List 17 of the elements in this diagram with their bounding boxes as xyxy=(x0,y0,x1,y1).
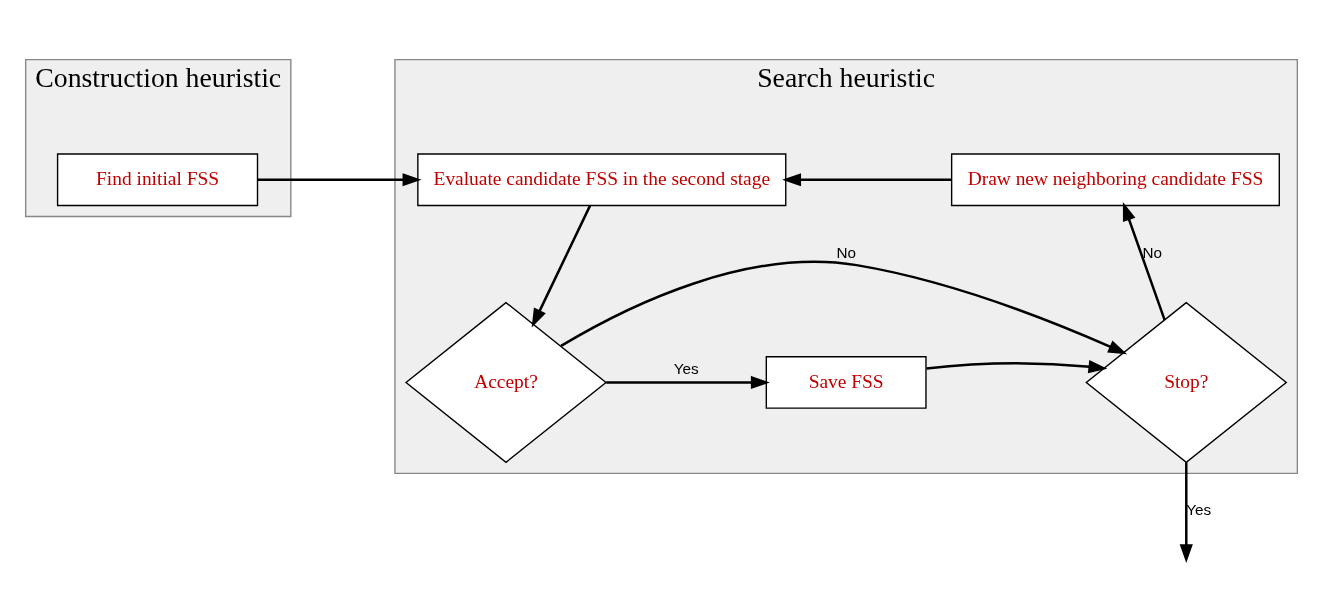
edge-label: Yes xyxy=(1186,500,1212,518)
edge-label: No xyxy=(1142,243,1163,261)
node-box: Draw new neighboring candidate FSS xyxy=(950,153,1280,207)
arrow xyxy=(1179,462,1193,564)
node-box: Find initial FSS xyxy=(56,153,259,207)
arrow xyxy=(926,360,1108,374)
arrow xyxy=(257,173,422,187)
arrow xyxy=(782,173,952,187)
arrow xyxy=(560,260,1128,355)
edge-label: Yes xyxy=(673,359,699,377)
node-diamond: Accept? xyxy=(404,301,608,464)
arrow xyxy=(606,375,770,390)
edge-label: No xyxy=(836,243,856,261)
node-box: Evaluate candidate FSS in the second stage xyxy=(417,153,787,207)
arrow xyxy=(531,205,592,328)
arrow xyxy=(1122,202,1166,321)
node-box: Save FSS xyxy=(765,356,927,409)
